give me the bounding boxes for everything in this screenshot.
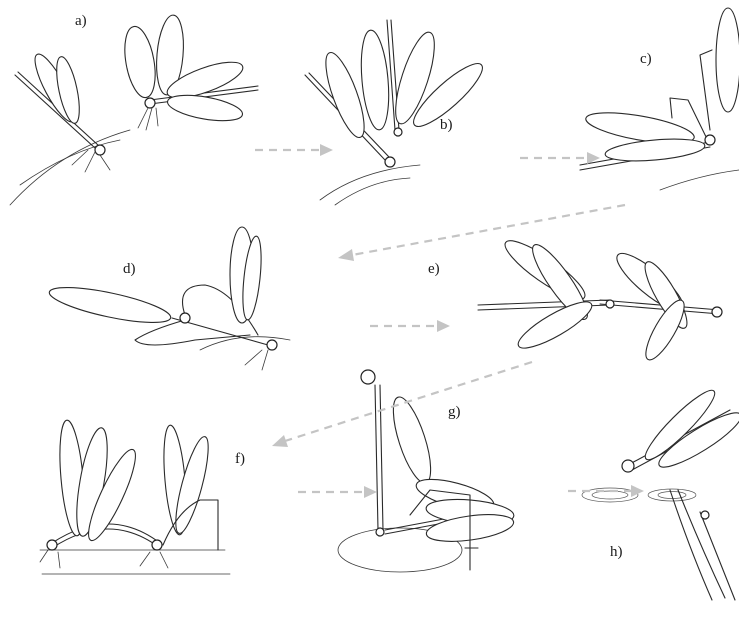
- arrow-d-to-e: [370, 320, 450, 332]
- panel-label-e: e): [428, 262, 440, 277]
- panel-h-drawing: [582, 384, 739, 600]
- arrow-b-to-c: [520, 152, 600, 164]
- panel-b-drawing: [305, 20, 489, 205]
- panel-d-drawing: [47, 227, 290, 370]
- panel-label-c: c): [640, 52, 652, 67]
- panel-label-g: g): [448, 405, 461, 420]
- panel-f-drawing: [40, 419, 230, 574]
- panel-a-drawing: [10, 14, 258, 205]
- panel-label-f: f): [235, 452, 245, 467]
- panel-e-drawing: [478, 233, 722, 365]
- panel-label-a: a): [75, 14, 87, 29]
- arrow-c-to-d: [338, 205, 625, 261]
- arrow-a-to-b: [255, 144, 333, 156]
- sequence-arrows: [255, 144, 644, 498]
- panel-label-d: d): [123, 262, 136, 277]
- arrow-f-to-g: [298, 486, 377, 498]
- panel-g-drawing: [338, 370, 515, 572]
- panel-c-drawing: [580, 8, 739, 190]
- panel-label-b: b): [440, 118, 453, 133]
- panel-label-h: h): [610, 545, 623, 560]
